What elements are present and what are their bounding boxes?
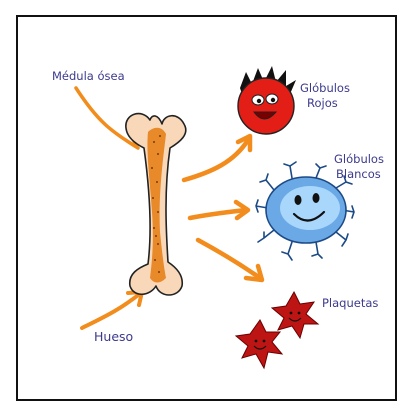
bone-icon [126,114,186,295]
label-platelets: Plaquetas [322,296,378,310]
label-bone-marrow: Médula ósea [52,69,125,83]
diagram-frame: Médula ósea Hueso Glóbulos Rojos Glóbulo… [16,15,397,401]
arrow-to-platelets [198,240,262,280]
label-bone: Hueso [94,330,133,344]
red-blood-cell-icon [238,66,296,134]
platelet-icon [236,292,318,368]
label-white-cells-line2: Blancos [336,167,381,181]
arrow-to-red-cells [184,136,250,180]
label-red-cells-line1: Glóbulos [300,81,350,95]
arrow-to-white-cells [190,202,248,218]
label-red-cells-line2: Rojos [307,96,338,110]
bone-pointer-arrow [82,292,142,328]
label-white-cells-line1: Glóbulos [334,152,384,166]
